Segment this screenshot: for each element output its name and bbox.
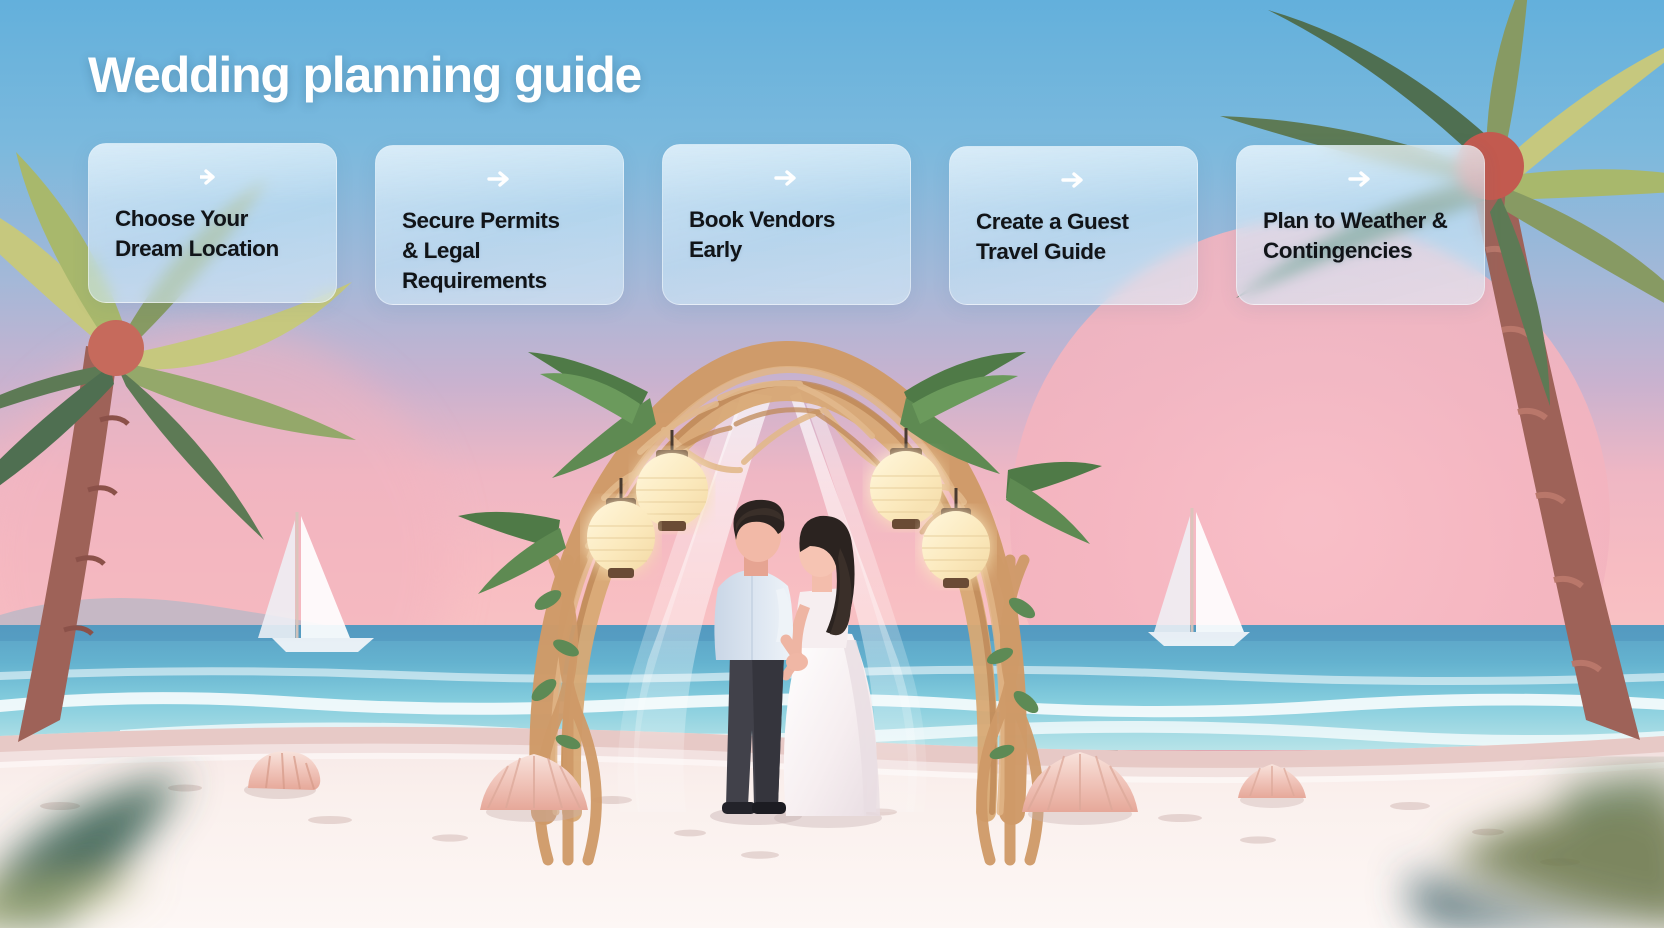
- arrow-right-icon: [199, 166, 226, 188]
- paper-lantern-1: [636, 430, 708, 531]
- paper-lantern-3: [870, 428, 942, 529]
- sailboat-right: [1148, 508, 1250, 646]
- step-card-secure-permits[interactable]: Secure Permits & Legal Requirements: [375, 145, 624, 305]
- wedding-arch: [458, 341, 1102, 866]
- beach-sand: [0, 726, 1664, 928]
- foreground-leaf-blur: [0, 772, 1664, 928]
- step-card-choose-location[interactable]: Choose Your Dream Location: [88, 143, 337, 303]
- arch-vine-greenery: [531, 590, 1039, 760]
- step-card-label: Book Vendors Early: [689, 207, 835, 262]
- step-card-guest-travel[interactable]: Create a Guest Travel Guide: [949, 146, 1198, 305]
- scallop-shell-right: [1022, 752, 1138, 825]
- joined-hands: [786, 653, 808, 671]
- coconut-left: [88, 320, 144, 376]
- arrow-right-icon: [773, 167, 800, 189]
- step-card-label: Choose Your Dream Location: [115, 206, 279, 261]
- step-card-label: Secure Permits & Legal Requirements: [402, 208, 560, 293]
- scallop-shell-left: [480, 754, 588, 822]
- paper-lantern-4: [922, 488, 990, 588]
- step-card-weather-plan[interactable]: Plan to Weather & Contingencies: [1236, 145, 1485, 305]
- arrow-right-icon: [1060, 169, 1087, 191]
- step-card-book-vendors[interactable]: Book Vendors Early: [662, 144, 911, 305]
- arrow-right-icon: [1347, 168, 1374, 190]
- groom: [714, 499, 808, 814]
- sailboat-left: [258, 512, 374, 652]
- step-card-label: Create a Guest Travel Guide: [976, 209, 1129, 264]
- arrow-right-icon: [486, 168, 513, 190]
- step-card-label: Plan to Weather & Contingencies: [1263, 208, 1448, 263]
- drapery: [617, 392, 927, 812]
- seashell-far-right: [1238, 764, 1306, 808]
- steps-card-row: Choose Your Dream Location Secure Permit…: [88, 143, 1488, 318]
- palm-frond-decor: [458, 352, 1102, 594]
- seashell-conch-left: [244, 751, 321, 799]
- paper-lantern-2: [587, 478, 655, 578]
- page-title: Wedding planning guide: [88, 47, 642, 103]
